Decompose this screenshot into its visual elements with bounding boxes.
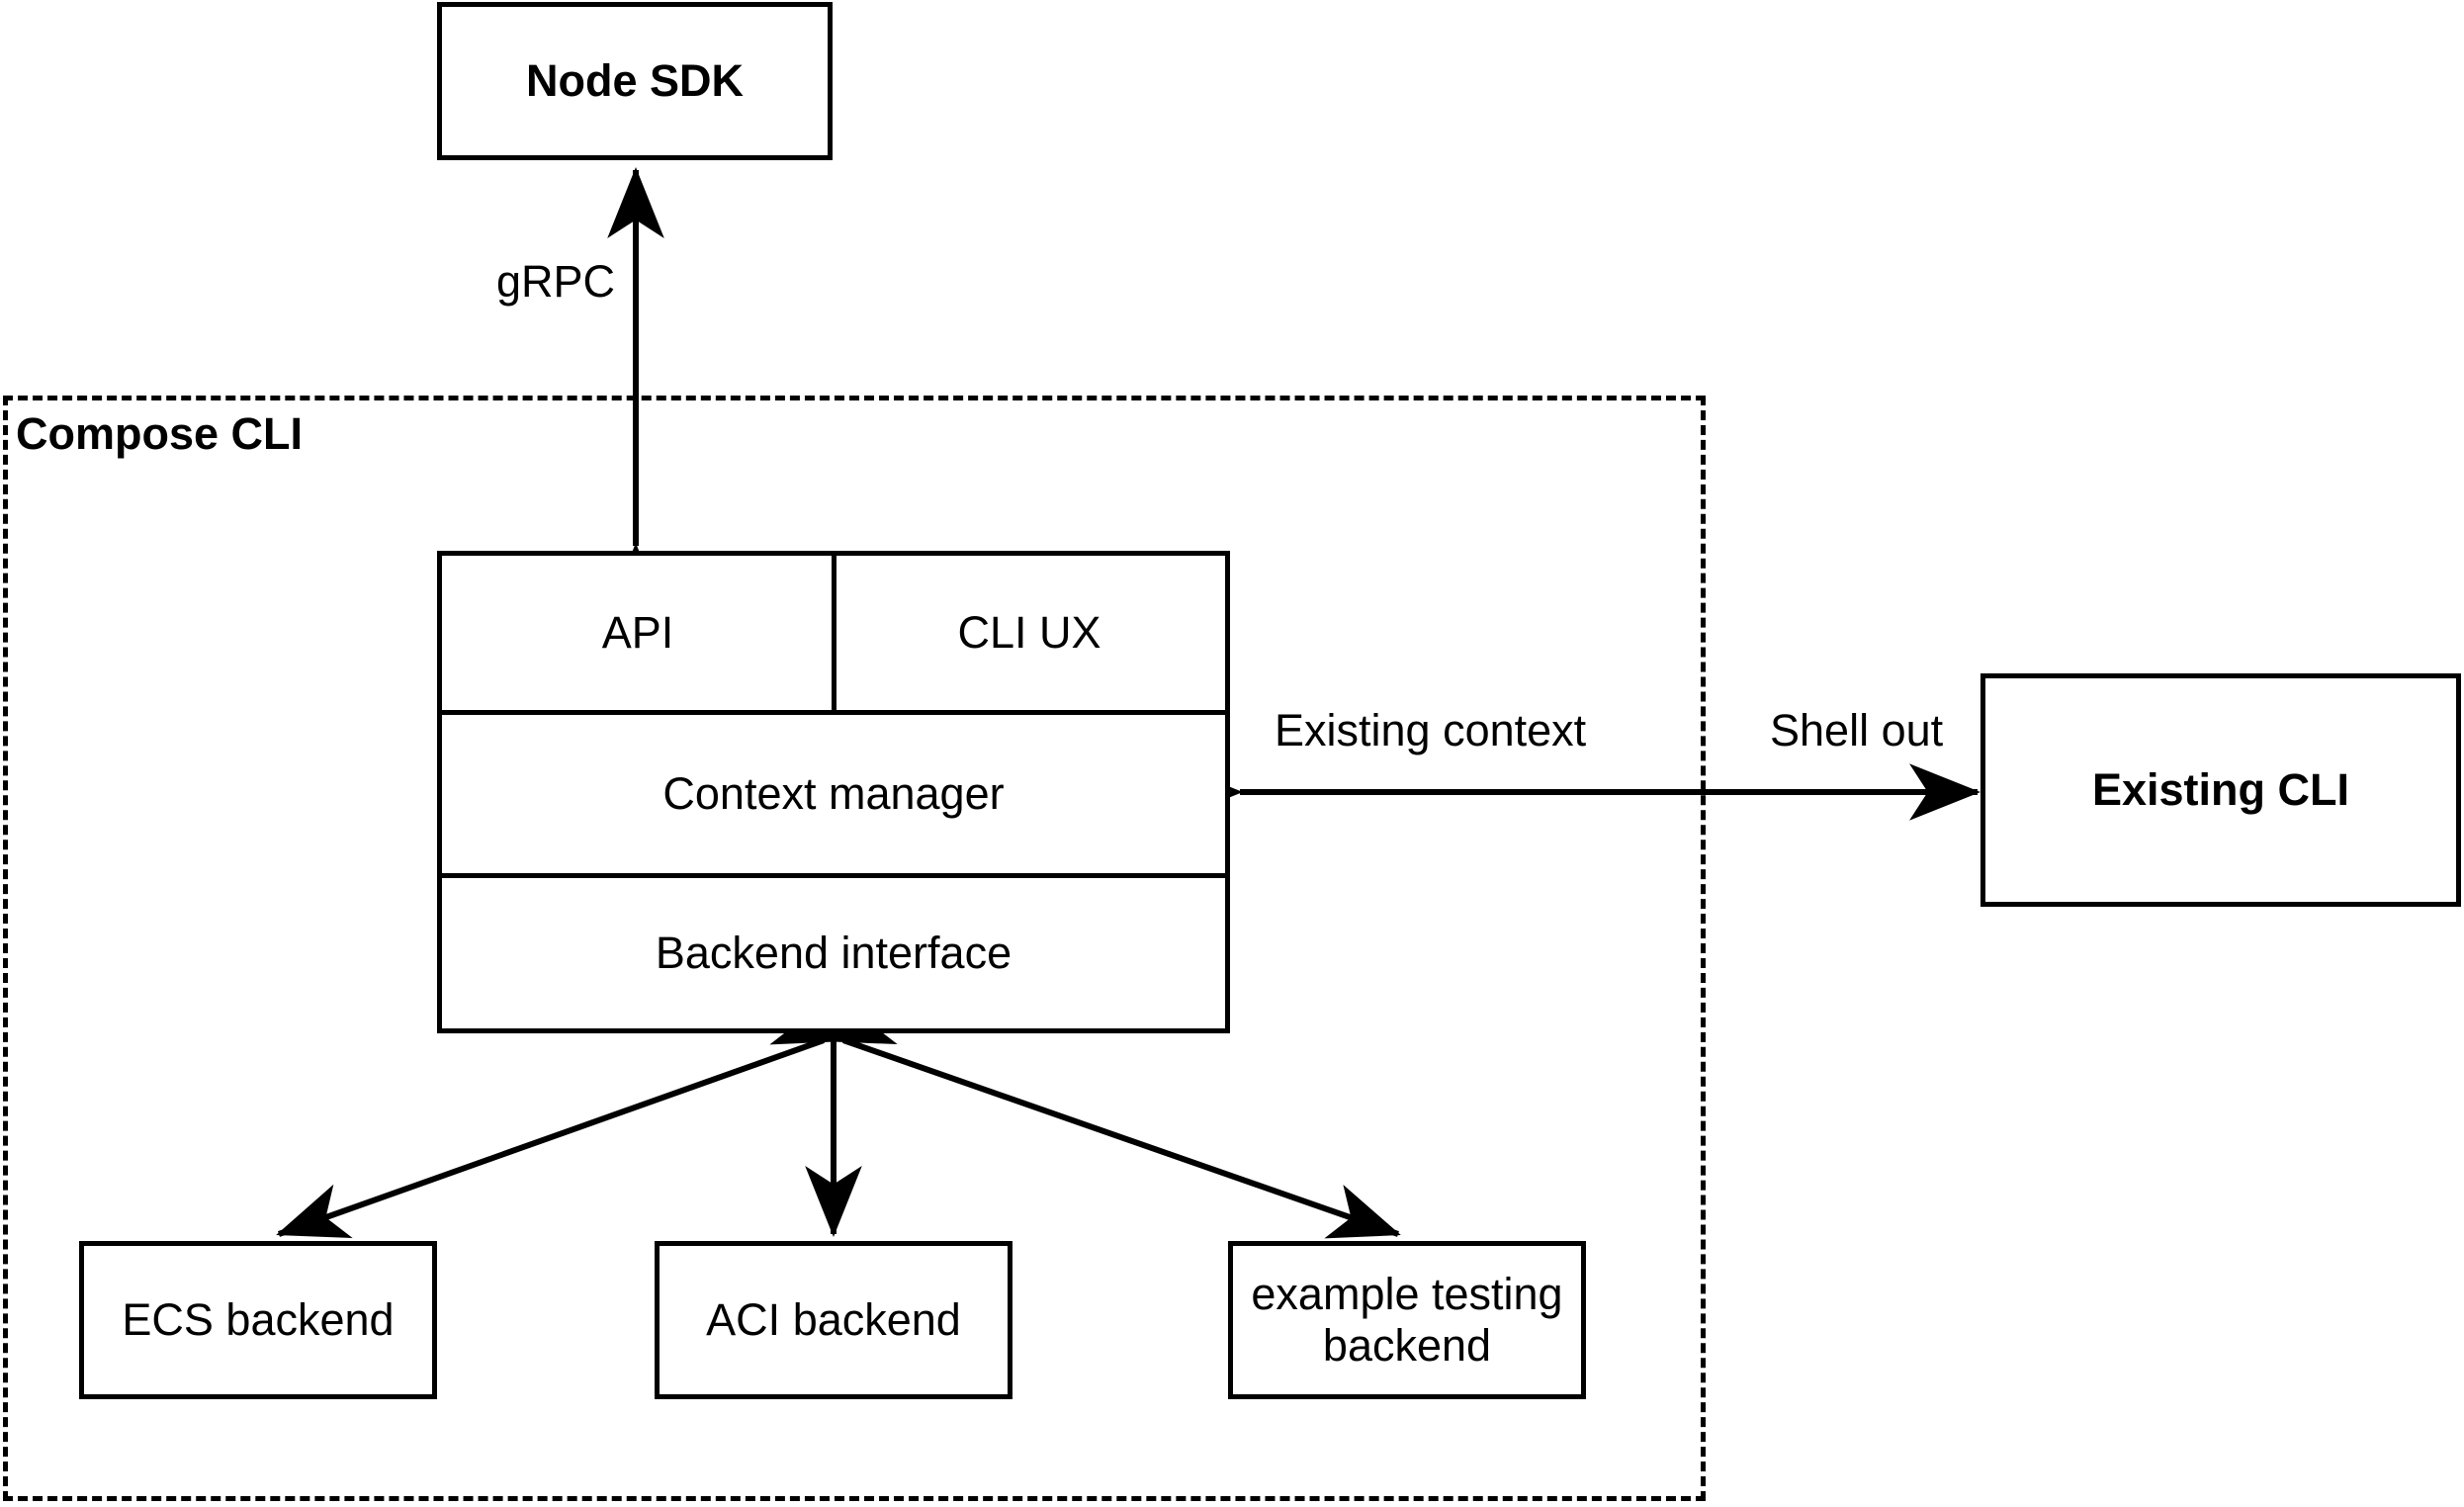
group-compose-cli (3, 396, 1706, 1501)
node-example-testing-backend-label: example testing backend (1251, 1268, 1563, 1371)
node-ecs-backend[interactable]: ECS backend (79, 1241, 437, 1399)
group-compose-cli-label: Compose CLI (14, 407, 309, 461)
compose-cli-core-stack: API CLI UX Context manager Backend inter… (437, 551, 1230, 1033)
node-example-testing-backend[interactable]: example testing backend (1228, 1241, 1586, 1399)
node-aci-backend-label: ACI backend (706, 1293, 961, 1345)
node-backend-interface-label: Backend interface (655, 927, 1012, 978)
edge-label-grpc: gRPC (488, 255, 624, 309)
node-existing-cli-label: Existing CLI (2091, 763, 2350, 815)
node-cli-ux-label: CLI UX (957, 606, 1101, 658)
node-backend-interface[interactable]: Backend interface (442, 878, 1225, 1028)
node-node-sdk[interactable]: Node SDK (437, 2, 833, 160)
edge-label-existing-context: Existing context (1267, 704, 1595, 757)
edge-label-shell-out: Shell out (1762, 704, 1952, 757)
node-aci-backend[interactable]: ACI backend (655, 1241, 1012, 1399)
node-cli-ux[interactable]: CLI UX (834, 556, 1225, 710)
node-node-sdk-label: Node SDK (525, 54, 744, 106)
node-api[interactable]: API (442, 556, 834, 710)
divider-below-api-row (442, 710, 1225, 715)
node-api-label: API (601, 606, 674, 658)
divider-api-cliux (832, 556, 836, 710)
divider-below-context-manager (442, 873, 1225, 878)
node-context-manager-label: Context manager (662, 767, 1005, 819)
node-ecs-backend-label: ECS backend (122, 1293, 395, 1345)
node-existing-cli[interactable]: Existing CLI (1980, 673, 2461, 907)
node-context-manager[interactable]: Context manager (442, 715, 1225, 873)
